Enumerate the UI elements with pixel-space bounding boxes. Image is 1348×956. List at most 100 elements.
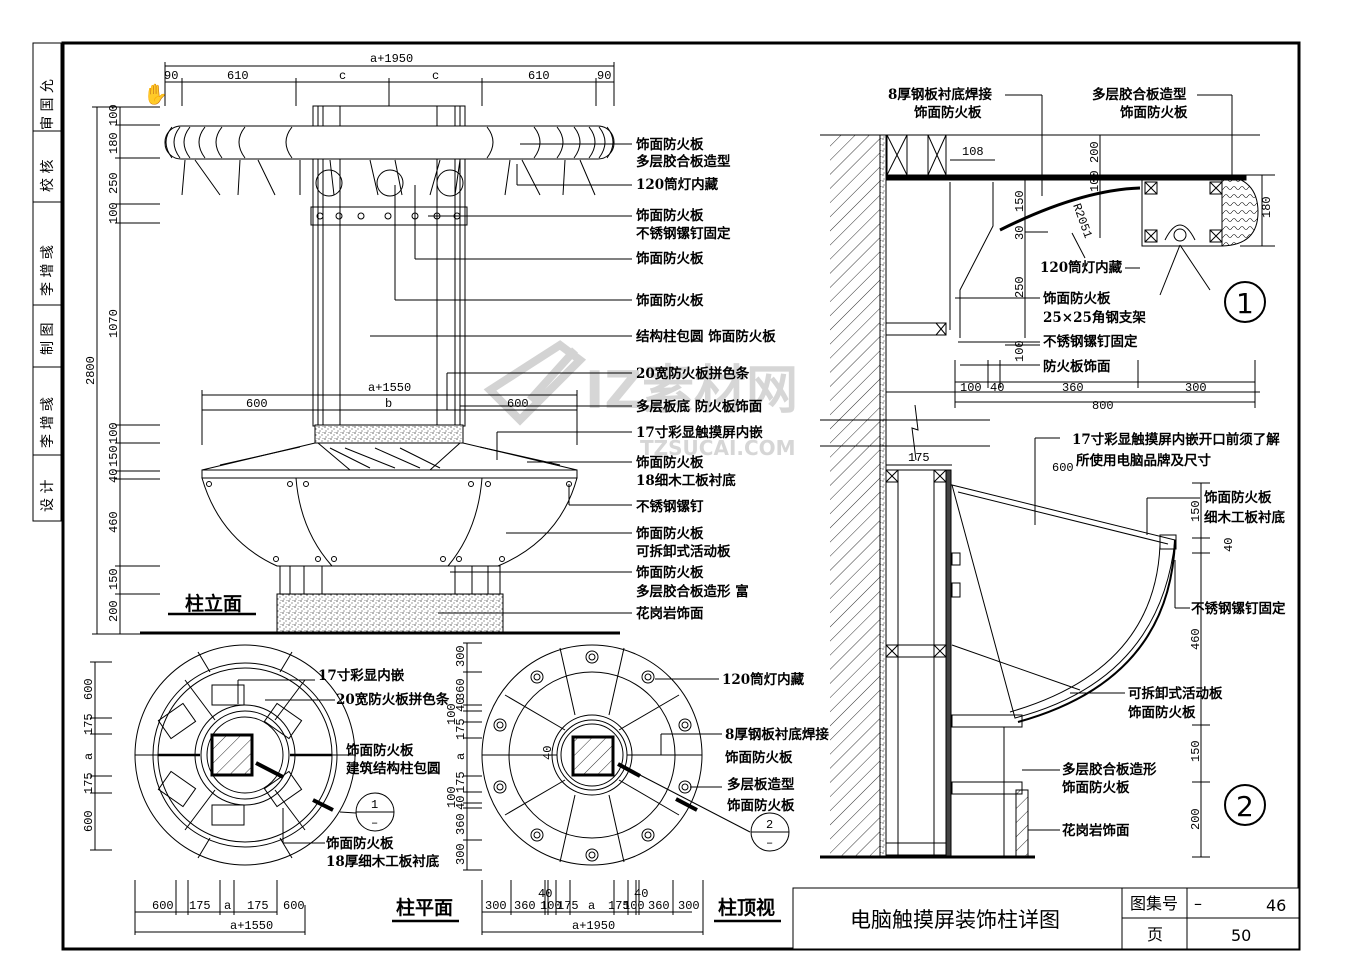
top-left-dim: 300 [454,843,468,865]
plan-left-dim: 175 [82,713,96,735]
plan-bottom-dim: 175 [189,899,211,913]
watermark-sub: TZSUCAI.COM [640,436,796,460]
dim-left-seg: 40 [107,469,121,483]
plan-bottom-dim: 600 [283,899,305,913]
top-label: 饰面防火板 [727,797,795,814]
s1-dim: 300 [1185,381,1207,395]
dim-top-seg: c [339,69,346,83]
s2-label: 饰面防火板 [1128,704,1196,721]
s2-label: 饰面防火板 [1204,489,1272,506]
s1-dim: 40 [990,381,1004,395]
section-marker-2-circle [1224,784,1266,826]
s1-dim: 800 [1092,399,1114,413]
sidebar-cell-design: 设 计 [40,480,56,512]
elevation-leaders [370,143,632,614]
plan-label: 建筑结构柱包圆 [345,760,441,777]
dim-left-seg: 100 [107,422,121,444]
watermark-main: IZ素材网 [585,361,798,421]
plan-left-dim: 600 [82,678,96,700]
elev-label: 饰面防火板 [636,136,704,153]
s2-note: 所使用电脑品牌及尺寸 [1076,452,1211,469]
elev-label: 18细木工板衬底 [636,472,736,489]
elev-label: 饰面防火板 [636,564,704,581]
top-bottom-dim: 300 [678,899,700,913]
section-details: 1 2 108 200 100 150 30 R2051 180 250 100… [820,86,1286,859]
dim-top-seg: c [432,69,439,83]
top-left-dim: 100 [445,786,459,808]
dim-left-seg: 150 [107,445,121,467]
top-inner-dim: 40 [541,746,555,760]
s2-dim: 460 [1189,628,1203,650]
atlas-number: 46 [1266,896,1286,915]
top-left-dim: 100 [445,703,459,725]
s1-dim: 100 [1013,340,1027,362]
s1-dim: 100 [1088,170,1102,192]
s1-label: 不锈钢镙钉固定 [1043,333,1138,350]
elev-label: 不锈钢镙钉 [636,498,704,515]
top-bottom-dim: 175 [557,899,579,913]
dim-mid-seg: 600 [507,397,529,411]
section-marker-1-circle [1224,281,1266,323]
plan-label: 20宽防火板拼色条 [336,691,450,708]
s2-dim: 175 [908,451,930,465]
top-left-dim: 360 [454,813,468,835]
dim-left-seg: 1070 [107,309,121,338]
section-marker-1: 1 [1236,287,1254,320]
elev-label: 花岗岩饰面 [636,605,704,622]
s1-dim: 250 [1013,276,1027,298]
elev-label: 结构柱包圆 饰面防火板 [636,328,776,345]
top-bottom-dim: 175 [608,899,630,913]
elev-label: 不锈钢镙钉固定 [636,225,731,242]
top-bottom-dim: 40 [634,887,648,901]
sidebar-cell-name1: 李 增 彧 [40,245,56,296]
sidebar-cell-draw: 制 图 [40,323,56,355]
dim-left-overall: 2800 [84,356,98,385]
s2-label: 花岗岩饰面 [1062,822,1130,839]
page-number: 50 [1231,926,1251,945]
s1-label: 25×25角钢支架 [1043,309,1146,326]
s2-dim: 150 [1189,500,1203,522]
sidebar-cell-name2: 李 增 彧 [40,397,56,448]
s1-dim: 200 [1088,141,1102,163]
top-bottom-overall: a+1950 [572,919,615,933]
top-label: 多层板造型 [727,776,795,793]
s1-dim: 360 [1062,381,1084,395]
plan-label: 饰面防火板 [326,835,394,852]
top-bottom-dim: 100 [540,899,562,913]
top-left-dim: 40 [454,796,468,810]
dim-mid-seg: 600 [246,397,268,411]
s1-label: 饰面防火板 [1120,104,1188,121]
s1-label: 饰面防火板 [1043,290,1111,307]
dim-left-seg: 150 [107,568,121,590]
plan-callout-num: 1 [371,798,378,812]
s1-dim: 30 [1013,226,1027,240]
sidebar-strip: 审 国 允 校 核 李 增 彧 制 图 李 增 彧 设 计 [32,42,62,522]
watermark: IZ素材网 TZSUCAI.COM [483,340,798,460]
top-callout-sub: – [766,836,773,850]
elev-label: 饰面防火板 [636,454,704,471]
elev-label: 多层胶合板造型 [636,153,731,170]
elev-label: 可拆卸式活动板 [636,543,731,560]
elevation-top-dims [164,62,615,106]
top-label: 8厚钢板衬底焊接 [725,726,829,743]
dim-left-seg: 460 [107,511,121,533]
dim-top-seg: 90 [164,69,178,83]
top-left-dim: 40 [454,698,468,712]
top-bottom-dim: 40 [538,887,552,901]
page-label: 页 [1147,925,1163,944]
top-bottom-dim: a [588,899,595,913]
s2-dim: 40 [1222,538,1236,552]
dim-top-seg: 90 [597,69,611,83]
s2-dim: 150 [1189,740,1203,762]
column-elevation: a+1950 90 610 c c 610 90 ✋ 2800 100 180 … [84,52,776,635]
top-left-dim: 175 [454,718,468,740]
s1-label: 120筒灯内藏 [1040,259,1123,276]
atlas-dash: – [1194,894,1202,913]
elev-label: 多层板底 防火板饰面 [636,398,763,415]
plan-label: 18厚细木工板衬底 [326,853,440,870]
dim-left-seg: 100 [107,104,121,126]
column-plan: 600 175 a 175 600 600 175 a 175 600 a+15… [82,644,459,935]
top-bottom-dim: 360 [648,899,670,913]
hand-cursor-icon: ✋ [143,82,168,106]
downlight-icons [493,650,692,862]
